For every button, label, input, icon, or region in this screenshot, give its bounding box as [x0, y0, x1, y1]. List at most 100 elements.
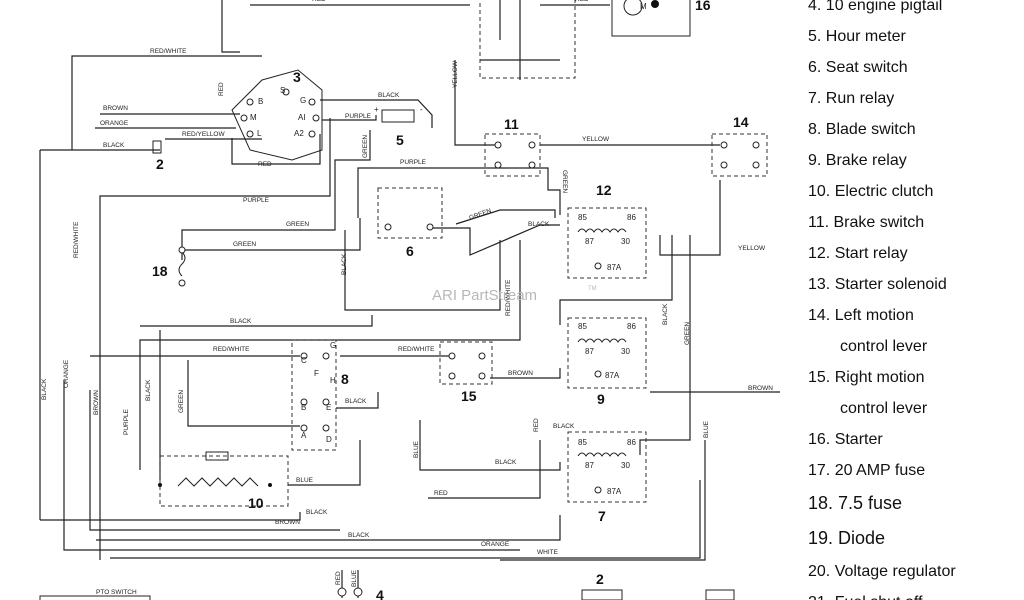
terminal-pin-label: AI	[298, 113, 306, 122]
wire-red-reg-bottom	[231, 134, 321, 165]
wire-color-label: RED	[575, 0, 589, 3]
component-number: 2	[156, 156, 164, 172]
wire-labels: RED RED RED/WHITE RED BROWN ORANGE RED/YELLOW B…	[41, 0, 773, 596]
component-symbols	[39, 0, 768, 600]
wire-color-label: BLACK	[378, 92, 400, 99]
wire-black-8e	[336, 392, 379, 409]
component-number: 2	[596, 571, 604, 587]
wire-black-bottom	[419, 420, 561, 471]
legend-item: control lever	[840, 338, 928, 355]
wire-color-label: BLACK	[306, 509, 328, 516]
wire-color-label: BROWN	[748, 385, 773, 392]
brake-switch-11	[484, 133, 541, 177]
terminal-pin-label: 86	[627, 213, 636, 222]
wire-color-label: PURPLE	[243, 197, 270, 204]
terminal-pin-label: G	[330, 341, 336, 350]
legend-item: 13. Starter solenoid	[808, 276, 947, 293]
terminal-pin-label: 30	[621, 461, 630, 470]
terminal-pin-label: A	[301, 431, 307, 440]
terminal-pin-label: D	[326, 435, 332, 444]
legend-item: 15. Right motion	[808, 369, 925, 386]
wire-color-label: GREEN	[468, 207, 492, 222]
voltage-regulator-3	[231, 69, 323, 161]
wire-black-vertical	[344, 230, 501, 311]
terminal-pin-label: E	[326, 403, 331, 412]
wire-color-label: GREEN	[233, 241, 256, 248]
terminal-pin-label: F	[314, 369, 319, 378]
wire-color-label: ORANGE	[63, 359, 70, 388]
wire-color-label: GREEN	[286, 221, 309, 228]
wire-red-white-main	[71, 55, 262, 150]
wire-yellow-main	[454, 60, 720, 146]
wire-color-label: RED/YELLOW	[182, 131, 225, 138]
hour-meter-5	[381, 109, 415, 123]
legend-item: 16. Starter	[808, 431, 883, 448]
wire-color-label: ORANGE	[481, 541, 510, 548]
wire-color-label: ORANGE	[100, 120, 129, 127]
component-number: 16	[695, 0, 711, 13]
wire-color-label: BLACK	[345, 398, 367, 405]
terminal-pin-label: 30	[621, 237, 630, 246]
wire-brown-long	[89, 390, 340, 531]
component-number: 10	[248, 495, 264, 511]
terminal-pin-label: H	[330, 376, 336, 385]
watermark-text: ARI PartStream	[432, 287, 537, 304]
wire-green-switch	[181, 130, 371, 260]
wire-color-label: BLACK	[41, 378, 48, 400]
terminal-pin-label: 85	[578, 213, 587, 222]
component-number: 18	[152, 263, 168, 279]
wire-color-label: PURPLE	[400, 159, 427, 166]
legend-item: 11. Brake switch	[808, 214, 925, 231]
wire-black-hour	[320, 99, 433, 128]
fuse-2	[152, 140, 162, 154]
terminal-pin-label: C	[301, 356, 307, 365]
terminal-pin-label: -	[420, 105, 423, 114]
run-relay-7	[567, 431, 647, 503]
wire-solenoid	[480, 0, 560, 80]
wire-red-top	[221, 0, 610, 53]
wire-color-label: RED	[218, 82, 225, 96]
legend-item: 5. Hour meter	[808, 28, 906, 45]
wire-color-label: RED/WHITE	[505, 279, 512, 316]
component-number: 11	[504, 116, 519, 132]
terminal-pin-label: 87	[585, 461, 594, 470]
terminal-pin-label: M	[250, 113, 257, 122]
wire-color-label: BLACK	[348, 532, 370, 539]
legend-item: 8. Blade switch	[808, 121, 916, 138]
wire-paths	[39, 0, 780, 598]
wire-color-label: BLACK	[341, 253, 348, 275]
terminal-pin-label: B	[301, 403, 306, 412]
watermark-trademark: TM	[588, 286, 597, 292]
wire-color-label: RED/WHITE	[73, 221, 80, 258]
terminal-pin-label: G	[300, 96, 306, 105]
legend-item: 10. Electric clutch	[808, 183, 934, 200]
wire-color-label: RED	[258, 161, 272, 168]
legend-item: control lever	[840, 400, 928, 417]
wire-color-label: GREEN	[561, 170, 568, 193]
component-number: 15	[461, 388, 477, 404]
legend-item: 9. Brake relay	[808, 152, 907, 169]
wire-blue-10	[288, 440, 361, 486]
wire-white-bottom	[110, 480, 701, 559]
wire-color-label: BLACK	[528, 221, 550, 228]
terminal-pin-label: 86	[627, 322, 636, 331]
wire-color-label: GREEN	[362, 135, 369, 158]
connector-bottom	[581, 589, 623, 600]
wire-color-label: YELLOW	[452, 60, 459, 88]
legend-item: 14. Left motion	[808, 307, 914, 324]
wire-purple-long	[99, 118, 331, 560]
wire-color-label: RED	[335, 571, 342, 585]
terminal-pin-label: 86	[627, 438, 636, 447]
legend-item: 12. Start relay	[808, 245, 908, 262]
legend-item: 21. Fuel shut off	[808, 587, 1022, 600]
terminal-pin-label: 85	[578, 322, 587, 331]
wire-color-label: RED	[434, 490, 448, 497]
legend-item: 18. 7.5 fuse	[808, 493, 903, 513]
wire-orange-bottom	[63, 380, 520, 551]
wire-color-label: BROWN	[93, 390, 100, 415]
component-number: 3	[293, 69, 301, 85]
terminal-pin-label: B	[258, 97, 263, 106]
fuse-18	[178, 251, 186, 277]
component-number: 8	[341, 371, 349, 387]
seat-switch-6	[377, 187, 443, 239]
